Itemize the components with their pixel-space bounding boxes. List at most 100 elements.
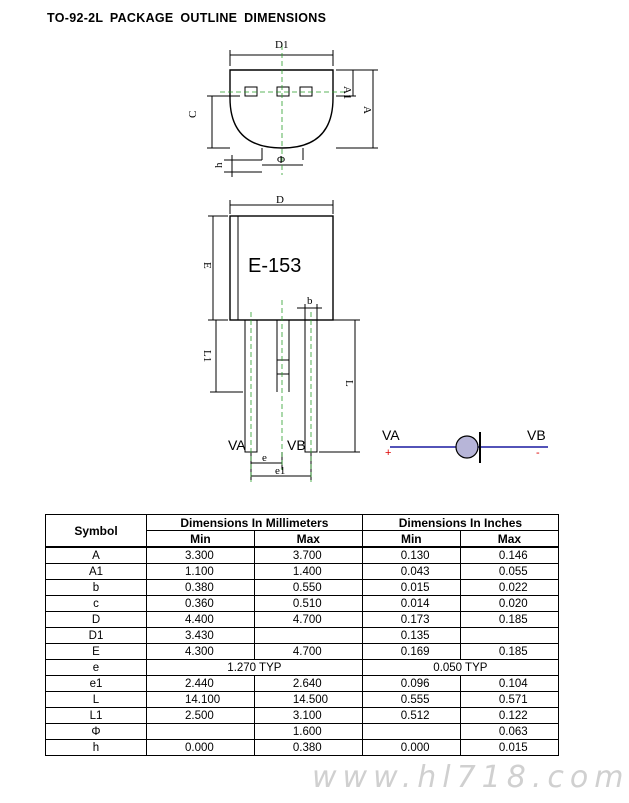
dim-label-e: E [201, 262, 213, 269]
cell-mm-max: 4.700 [253, 643, 363, 660]
cell-in-min: 0.015 [361, 579, 461, 596]
centerline [220, 45, 345, 175]
cell-mm-max: 2.640 [253, 675, 363, 692]
cell-in-min: 0.135 [361, 627, 461, 644]
cell-in-max [459, 627, 560, 644]
cell-mm-min: 4.400 [146, 611, 255, 628]
cell-mm-min: 3.300 [146, 546, 255, 564]
symbol-label-vb: VB [527, 427, 546, 443]
cell-mm-typ: 1.270 TYP [146, 659, 363, 676]
table-row: b 0.380 0.550 0.015 0.022 [45, 579, 560, 596]
cell-mm-min [146, 723, 255, 740]
cell-in-max: 0.063 [459, 723, 560, 740]
cell-symbol: c [45, 595, 147, 612]
cell-symbol: L [45, 691, 147, 708]
pin-label-va: VA [228, 437, 246, 453]
part-marking: E-153 [248, 255, 301, 277]
cell-mm-min: 0.000 [146, 739, 255, 756]
header-mm-max: Max [253, 530, 363, 548]
cell-in-min: 0.000 [361, 739, 461, 756]
cell-mm-min: 1.100 [146, 563, 255, 580]
table-row: A1 1.100 1.400 0.043 0.055 [45, 563, 560, 580]
cell-in-min: 0.096 [361, 675, 461, 692]
dim-label-l: L [343, 380, 355, 387]
table-row: D 4.400 4.700 0.173 0.185 [45, 611, 560, 628]
page-title: TO-92-2L PACKAGE OUTLINE DIMENSIONS [47, 11, 327, 25]
table-row: A 3.300 3.700 0.130 0.146 [45, 546, 560, 564]
cell-mm-max [253, 627, 363, 644]
table-row: c 0.360 0.510 0.014 0.020 [45, 595, 560, 612]
header-inches: Dimensions In Inches [361, 514, 560, 531]
cell-symbol: A1 [45, 563, 147, 580]
cell-in-min: 0.173 [361, 611, 461, 628]
cell-symbol: A [45, 546, 147, 564]
cell-in-min: 0.512 [361, 707, 461, 724]
cell-mm-min: 2.500 [146, 707, 255, 724]
table-row: h 0.000 0.380 0.000 0.015 [45, 739, 560, 756]
cell-mm-max: 0.550 [253, 579, 363, 596]
cell-mm-min: 3.430 [146, 627, 255, 644]
header-in-min: Min [361, 530, 461, 548]
cell-in-max: 0.122 [459, 707, 560, 724]
table-row: L 14.100 14.500 0.555 0.571 [45, 691, 560, 708]
symbol-minus: - [536, 447, 540, 459]
table-row: e 1.270 TYP 0.050 TYP [45, 659, 560, 676]
dim-label-h: h [213, 162, 225, 168]
lead-centerlines [250, 300, 312, 482]
cell-symbol: e [45, 659, 147, 676]
top-view [207, 50, 378, 177]
table-row: L1 2.500 3.100 0.512 0.122 [45, 707, 560, 724]
dim-label-a: A [361, 106, 373, 114]
cell-symbol: Φ [45, 723, 147, 740]
cell-in-max: 0.055 [459, 563, 560, 580]
cell-in-max: 0.185 [459, 643, 560, 660]
header-symbol: Symbol [45, 514, 147, 548]
cell-in-min: 0.130 [361, 546, 461, 564]
pin-label-vb: VB [287, 437, 306, 453]
cell-symbol: L1 [45, 707, 147, 724]
dimensions-table: Symbol Dimensions In Millimeters Dimensi… [45, 514, 560, 756]
symbol-label-va: VA [382, 427, 400, 443]
cell-mm-min: 0.380 [146, 579, 255, 596]
cell-in-typ: 0.050 TYP [361, 659, 560, 676]
cell-symbol: e1 [45, 675, 147, 692]
cell-mm-min: 0.360 [146, 595, 255, 612]
cell-symbol: D [45, 611, 147, 628]
cell-mm-min: 14.100 [146, 691, 255, 708]
cell-mm-max: 14.500 [253, 691, 363, 708]
watermark: www.hl718.com [312, 760, 629, 795]
dim-label-l1: L1 [201, 350, 213, 362]
cell-in-max: 0.185 [459, 611, 560, 628]
cell-symbol: h [45, 739, 147, 756]
package-outline-drawing: D1 A1 A C h Φ [187, 39, 548, 482]
cell-in-max: 0.015 [459, 739, 560, 756]
dim-label-b: b [307, 295, 313, 307]
dim-label-phi: Φ [277, 154, 285, 166]
symbol-plus: + [385, 447, 391, 459]
cell-in-max: 0.571 [459, 691, 560, 708]
header-millimeters: Dimensions In Millimeters [146, 514, 363, 531]
table-row: Φ 1.600 0.063 [45, 723, 560, 740]
dim-label-d1: D1 [275, 39, 288, 51]
table-row: E 4.300 4.700 0.169 0.185 [45, 643, 560, 660]
cell-in-min: 0.043 [361, 563, 461, 580]
dim-label-e1: e1 [275, 465, 285, 477]
cell-mm-max: 0.380 [253, 739, 363, 756]
table-row: e1 2.440 2.640 0.096 0.104 [45, 675, 560, 692]
diode-symbol: VA VB + - [382, 427, 548, 463]
cell-mm-min: 2.440 [146, 675, 255, 692]
dim-label-e-pitch: e [262, 452, 267, 464]
cell-mm-max: 3.100 [253, 707, 363, 724]
header-in-max: Max [459, 530, 560, 548]
cell-mm-max: 4.700 [253, 611, 363, 628]
cell-in-min: 0.555 [361, 691, 461, 708]
cell-mm-max: 0.510 [253, 595, 363, 612]
dim-label-c: C [187, 111, 199, 118]
cell-symbol: b [45, 579, 147, 596]
cell-in-max: 0.020 [459, 595, 560, 612]
cell-in-min [361, 723, 461, 740]
cell-in-min: 0.169 [361, 643, 461, 660]
dim-label-d: D [276, 194, 284, 206]
dim-label-a1: A1 [341, 86, 353, 99]
cell-mm-max: 3.700 [253, 546, 363, 564]
